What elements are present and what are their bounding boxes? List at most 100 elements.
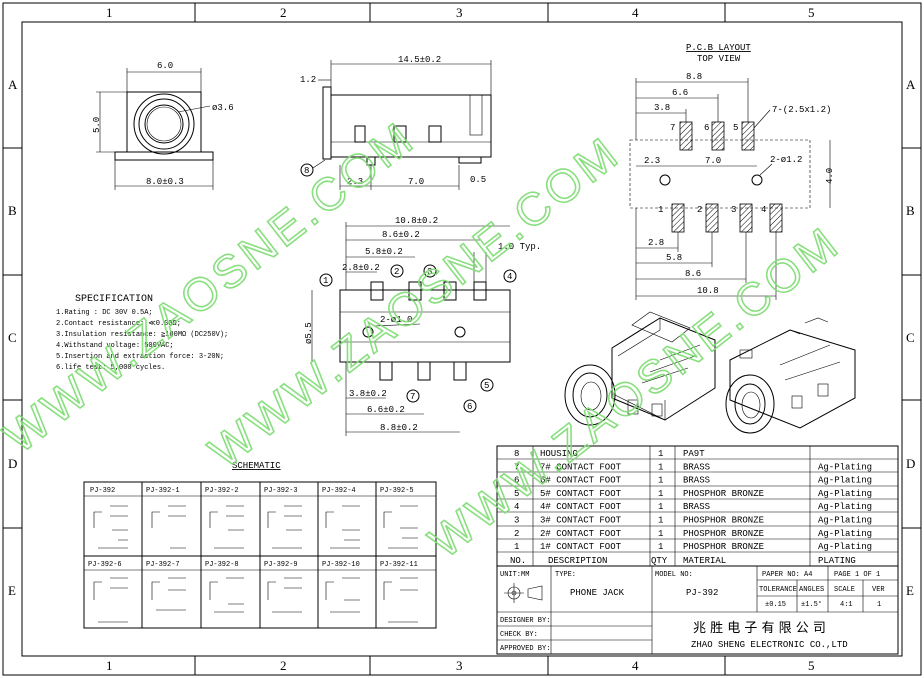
scale-value: 4:1 bbox=[840, 601, 853, 609]
isometric-views bbox=[564, 311, 856, 434]
dim-height: 5.0 bbox=[92, 117, 102, 133]
spec-title: SPECIFICATION bbox=[75, 294, 153, 305]
schem-name: PJ-392 bbox=[90, 487, 115, 495]
bom-cell-material: PA9T bbox=[683, 449, 705, 459]
specification: SPECIFICATION 1.Rating : DC 30V 0.5A; 2.… bbox=[56, 294, 228, 372]
row-label: C bbox=[8, 330, 17, 345]
dim-length: 14.5±0.2 bbox=[398, 55, 441, 65]
bom-cell-material: PHOSPHOR BRONZE bbox=[683, 529, 764, 539]
pcb-dim-40: 4.0 bbox=[825, 168, 835, 184]
bom-cell-qty: 1 bbox=[658, 489, 663, 499]
bom-cell-desc: 7# CONTACT FOOT bbox=[540, 462, 622, 472]
callout-2: 2 bbox=[394, 267, 399, 277]
pcb-dim-86: 8.6 bbox=[685, 269, 701, 279]
callout-5: 5 bbox=[484, 381, 489, 391]
bom-header-plating: PLATING bbox=[818, 556, 856, 566]
bom-cell-plating: Ag-Plating bbox=[818, 462, 872, 472]
schem-name: PJ-392-6 bbox=[88, 561, 122, 569]
bom-cell-material: BRASS bbox=[683, 476, 710, 486]
bom-cell-plating: Ag-Plating bbox=[818, 502, 872, 512]
col-label: 3 bbox=[456, 5, 463, 20]
tolerance-value: ±0.15 bbox=[765, 601, 786, 609]
pcb-pad-size: 7-(2.5x1.2) bbox=[772, 105, 831, 115]
dim-d5: 3.8±0.2 bbox=[349, 389, 387, 399]
dim-d7: 8.8±0.2 bbox=[380, 423, 418, 433]
pad-label-3: 3 bbox=[731, 205, 736, 215]
frame-column-labels: 1 2 3 4 5 1 2 3 4 5 bbox=[106, 5, 815, 673]
dim-d2: 8.6±0.2 bbox=[382, 230, 420, 240]
angles-value: ±1.5° bbox=[801, 600, 822, 609]
pcb-title: P.C.B LAYOUT bbox=[686, 43, 751, 53]
schem-name: PJ-392-2 bbox=[205, 487, 239, 495]
company-name-cn: 兆 胜 电 子 有 限 公 司 bbox=[693, 621, 826, 636]
col-label: 4 bbox=[632, 658, 639, 673]
company-name-en: ZHAO SHENG ELECTRONIC CO.,LTD bbox=[691, 640, 848, 650]
pcb-dim-28: 2.8 bbox=[648, 238, 664, 248]
callout-6: 6 bbox=[467, 402, 472, 412]
pcb-dim-66: 6.6 bbox=[672, 88, 688, 98]
designer-label: DESIGNER BY: bbox=[500, 617, 550, 625]
page-label: PAGE 1 OF 1 bbox=[834, 571, 880, 579]
type-value: PHONE JACK bbox=[570, 588, 625, 598]
bom-cell-qty: 1 bbox=[658, 516, 663, 526]
paper-label: PAPER NO: A4 bbox=[762, 571, 812, 579]
spec-line: 2.Contact resistance: ≪0.03Ω; bbox=[56, 320, 181, 328]
watermark-text: WWW.ZAOSNE.COM bbox=[0, 111, 425, 463]
title-block: UNIT:MM TYPE: PHONE JACK MODEL NO: PJ-39… bbox=[496, 565, 899, 655]
col-label: 4 bbox=[632, 5, 639, 20]
dim-d4: 2.8±0.2 bbox=[342, 263, 380, 273]
bom-cell-no: 3 bbox=[514, 516, 519, 526]
bom-cell-qty: 1 bbox=[658, 462, 663, 472]
pcb-hole: 2-ø1.2 bbox=[770, 155, 802, 165]
bom-cell-desc: HOUSING bbox=[540, 449, 578, 459]
bom-cell-no: 7 bbox=[514, 462, 519, 472]
dim-width: 6.0 bbox=[157, 61, 173, 71]
dim-hole: 2-ø1.0 bbox=[380, 315, 412, 325]
frame-row-labels: A B C D E A B C D E bbox=[8, 77, 916, 598]
schem-name: PJ-392-11 bbox=[380, 561, 418, 569]
pcb-dim-23: 2.3 bbox=[644, 156, 660, 166]
model-label: MODEL NO: bbox=[655, 571, 693, 579]
bom-cell-plating: Ag-Plating bbox=[818, 516, 872, 526]
pad-label-6: 6 bbox=[704, 123, 709, 133]
bom-cell-plating: Ag-Plating bbox=[818, 529, 872, 539]
bom-cell-qty: 1 bbox=[658, 502, 663, 512]
bom-cell-desc: 4# CONTACT FOOT bbox=[540, 502, 622, 512]
col-label: 1 bbox=[106, 5, 113, 20]
schem-name: PJ-392-4 bbox=[322, 487, 356, 495]
pad-label-7: 7 bbox=[670, 123, 675, 133]
pcb-dim-70: 7.0 bbox=[705, 156, 721, 166]
bom-cell-desc: 5# CONTACT FOOT bbox=[540, 489, 622, 499]
callout-3: 3 bbox=[427, 267, 432, 277]
bom-cell-desc: 3# CONTACT FOOT bbox=[540, 516, 622, 526]
bom-cell-no: 8 bbox=[514, 449, 519, 459]
col-label: 2 bbox=[280, 658, 287, 673]
bom-cell-material: PHOSPHOR BRONZE bbox=[683, 489, 764, 499]
bom-cell-desc: 2# CONTACT FOOT bbox=[540, 529, 622, 539]
bom-cell-no: 5 bbox=[514, 489, 519, 499]
bom-cell-no: 6 bbox=[514, 476, 519, 486]
row-label: C bbox=[906, 330, 915, 345]
pcb-dim-88: 8.8 bbox=[686, 72, 702, 82]
pcb-dim-38: 3.8 bbox=[654, 103, 670, 113]
dim-d6: 6.6±0.2 bbox=[367, 405, 405, 415]
callout-8: 8 bbox=[304, 166, 309, 176]
ver-value: 1 bbox=[877, 601, 881, 609]
pcb-subtitle: TOP VIEW bbox=[697, 54, 741, 64]
schematic-symbols bbox=[93, 505, 418, 623]
dim-d3: 5.8±0.2 bbox=[365, 247, 403, 257]
col-label: 5 bbox=[808, 5, 815, 20]
tolerance-label: TOLERANCE bbox=[759, 586, 797, 594]
row-label: A bbox=[906, 77, 916, 92]
dim-typ: 1.0 Typ. bbox=[498, 242, 541, 252]
bom-cell-plating: Ag-Plating bbox=[818, 542, 872, 552]
row-label: D bbox=[8, 456, 17, 471]
type-label: TYPE: bbox=[555, 571, 576, 579]
schem-name: PJ-392-9 bbox=[264, 561, 298, 569]
unit-label: UNIT:MM bbox=[500, 571, 529, 579]
front-view: 6.0 5.0 ø3.6 8.0±0.3 bbox=[92, 61, 234, 190]
bom-cell-material: PHOSPHOR BRONZE bbox=[683, 516, 764, 526]
row-label: E bbox=[8, 583, 16, 598]
